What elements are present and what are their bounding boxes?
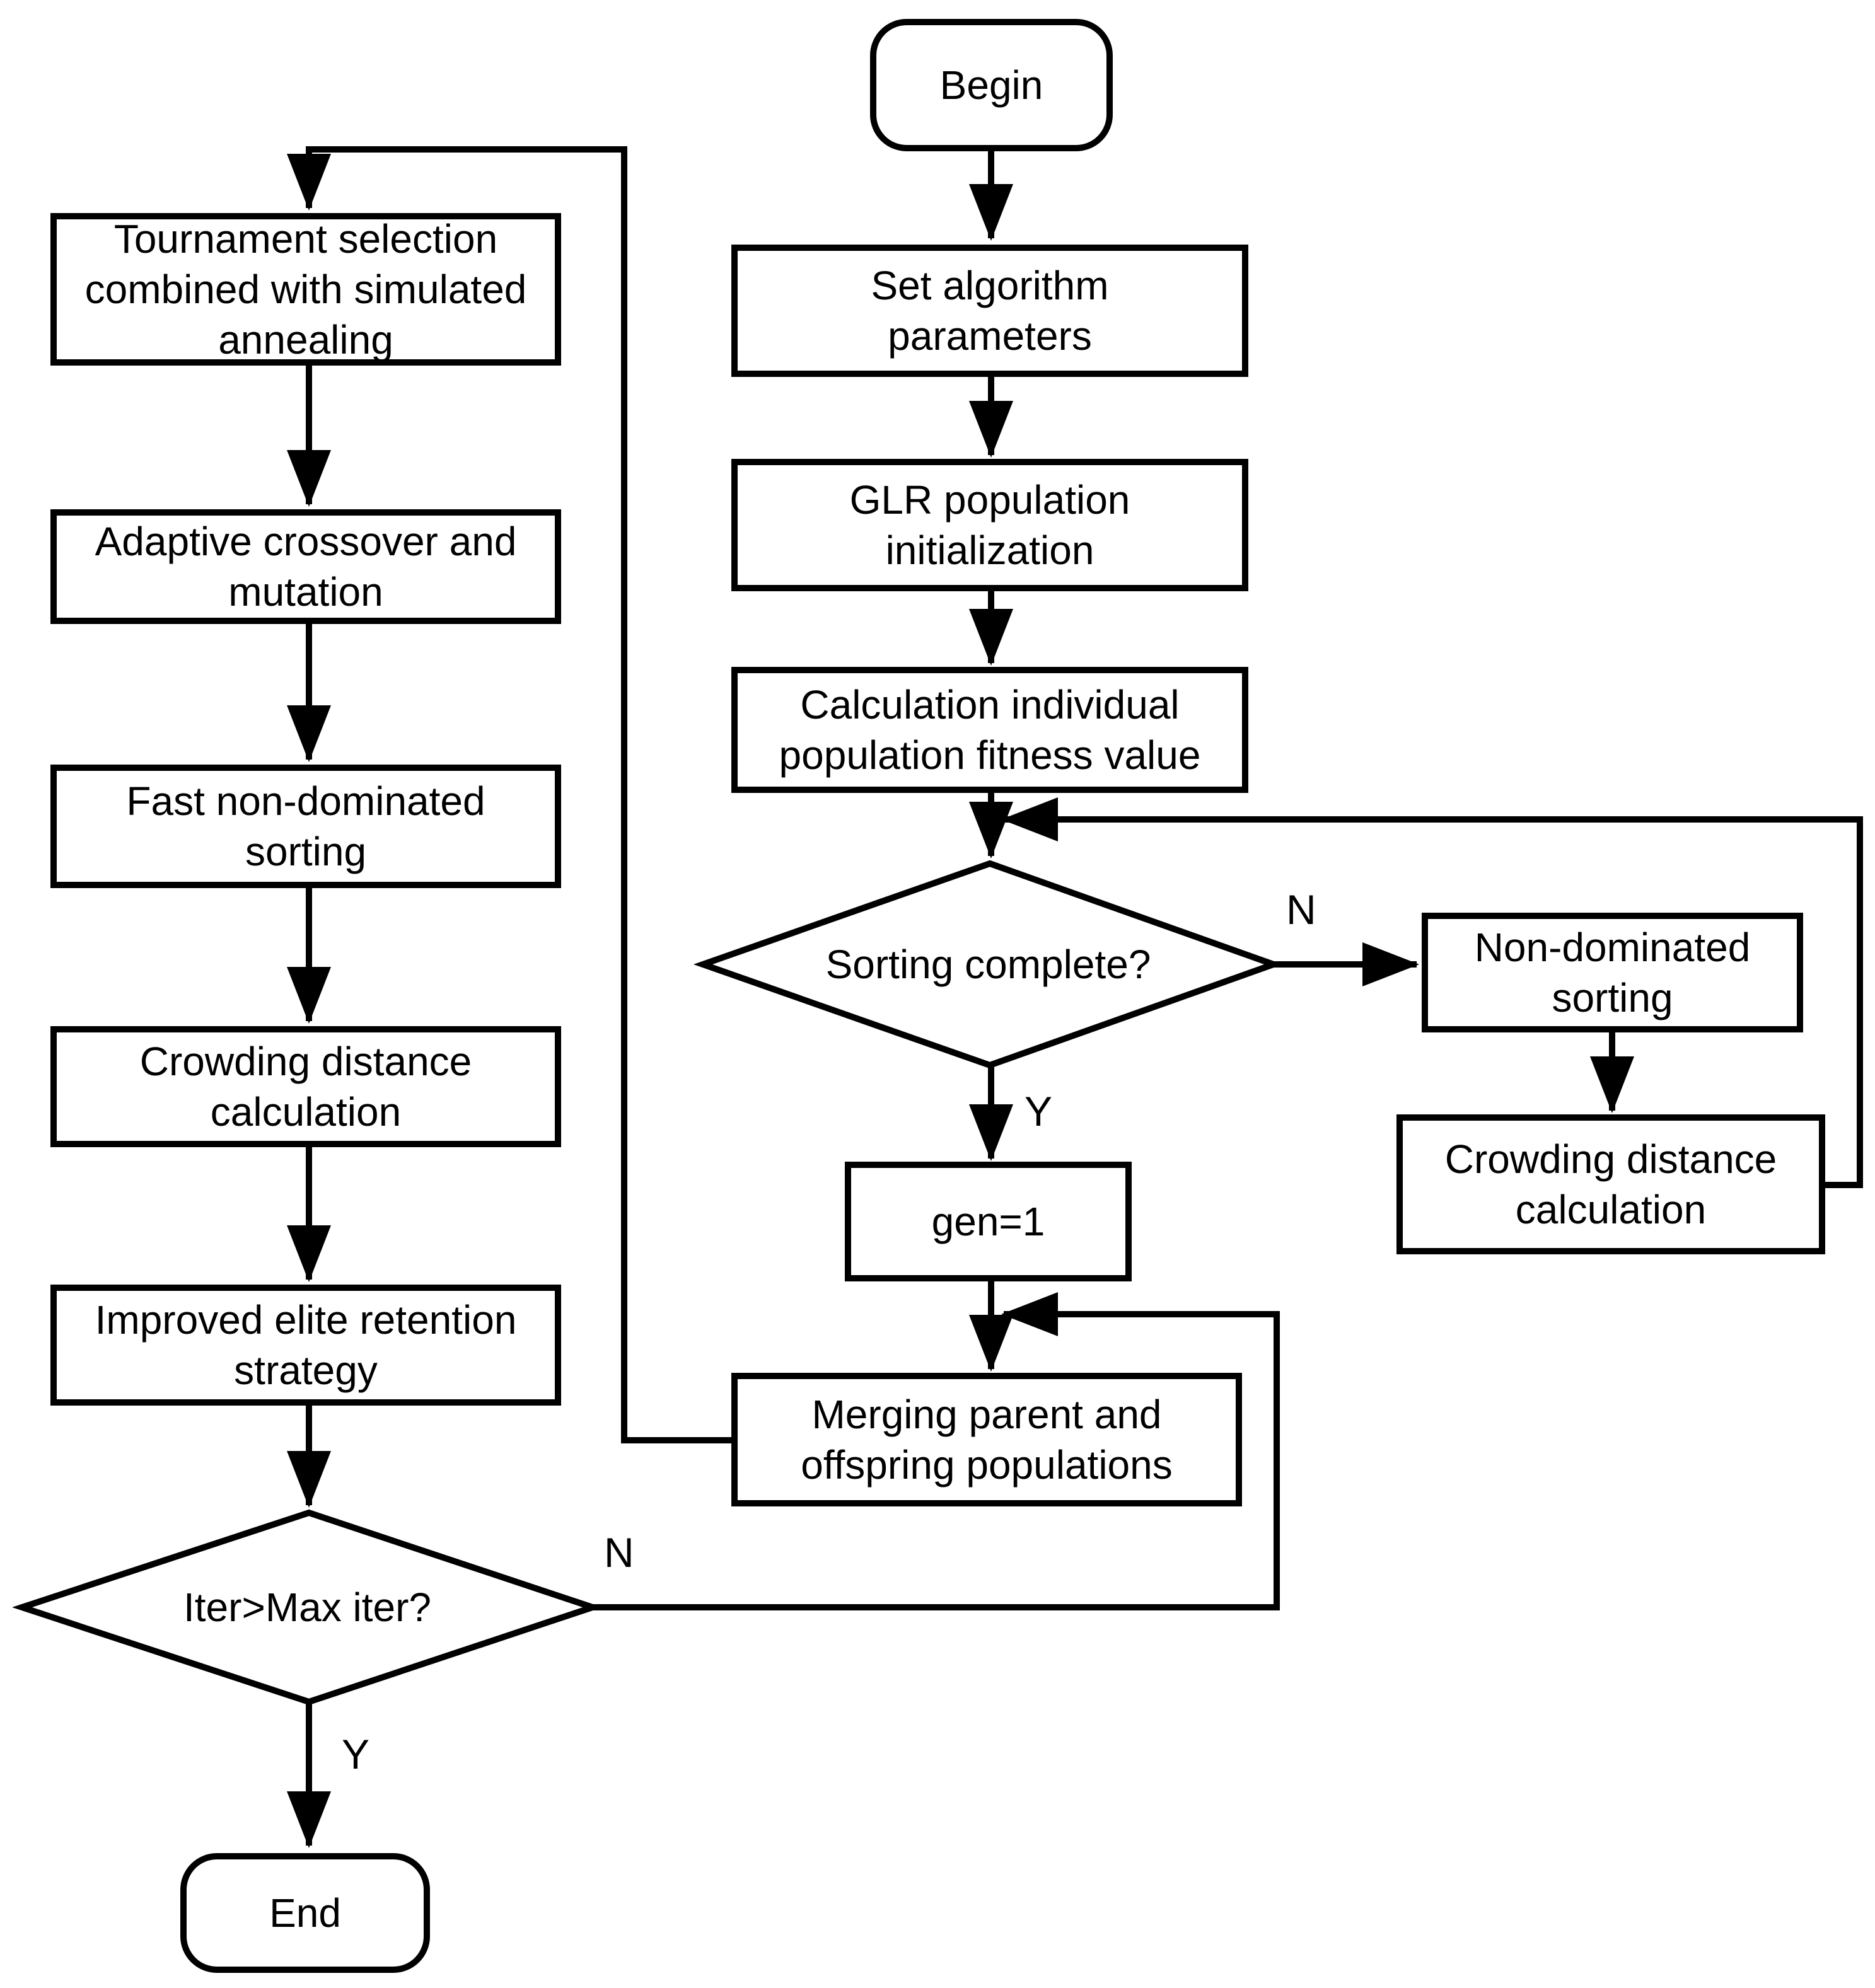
node-adaptive-crossover-mutation-label: Adaptive crossover and mutation — [95, 519, 517, 615]
node-iter-check-label: Iter>Max iter? — [183, 1585, 432, 1630]
node-adaptive-crossover-mutation: Adaptive crossover and mutation — [50, 509, 561, 624]
branch-label-sorting-no: N — [1286, 886, 1316, 933]
node-non-dominated-sorting: Non-dominated sorting — [1422, 913, 1803, 1032]
node-calculation-fitness-value-label: Calculation individual population fitnes… — [779, 682, 1201, 778]
node-glr-population-initialization-label: GLR population initialization — [849, 477, 1130, 573]
node-glr-population-initialization: GLR population initialization — [731, 459, 1248, 591]
node-improved-elite-retention: Improved elite retention strategy — [50, 1285, 561, 1406]
node-end: End — [180, 1853, 430, 1973]
node-gen-init-label: gen=1 — [931, 1199, 1045, 1244]
node-crowding-distance-left: Crowding distance calculation — [50, 1026, 561, 1147]
node-crowding-distance-right: Crowding distance calculation — [1396, 1114, 1825, 1254]
node-begin-label: Begin — [939, 62, 1043, 108]
node-end-label: End — [269, 1890, 341, 1936]
node-fast-non-dominated-sorting: Fast non-dominated sorting — [50, 765, 561, 888]
edge-iter-no-loopback — [593, 1292, 1280, 1610]
branch-label-sorting-yes: Y — [1025, 1088, 1053, 1135]
node-merging-populations-label: Merging parent and offspring populations — [801, 1392, 1173, 1488]
node-sorting-complete-label: Sorting complete? — [825, 942, 1151, 987]
edge-merging-to-tournament — [287, 146, 734, 1443]
node-tournament-selection-label: Tournament selection combined with simul… — [84, 216, 527, 362]
node-gen-init: gen=1 — [845, 1162, 1132, 1281]
node-improved-elite-retention-label: Improved elite retention strategy — [95, 1297, 517, 1393]
branch-label-iter-no: N — [604, 1529, 634, 1576]
node-crowding-distance-right-label: Crowding distance calculation — [1444, 1136, 1777, 1232]
node-merging-populations: Merging parent and offspring populations — [731, 1373, 1242, 1506]
node-begin: Begin — [870, 19, 1113, 151]
node-fast-non-dominated-sorting-label: Fast non-dominated sorting — [126, 778, 485, 874]
node-set-algorithm-parameters-label: Set algorithm parameters — [871, 263, 1109, 359]
edge-crowding-loopback — [1001, 797, 1863, 1188]
node-crowding-distance-left-label: Crowding distance calculation — [139, 1039, 472, 1135]
node-calculation-fitness-value: Calculation individual population fitnes… — [731, 667, 1248, 793]
node-non-dominated-sorting-label: Non-dominated sorting — [1474, 925, 1751, 1020]
node-tournament-selection: Tournament selection combined with simul… — [50, 213, 561, 366]
branch-label-iter-yes: Y — [342, 1731, 370, 1777]
node-set-algorithm-parameters: Set algorithm parameters — [731, 245, 1248, 377]
